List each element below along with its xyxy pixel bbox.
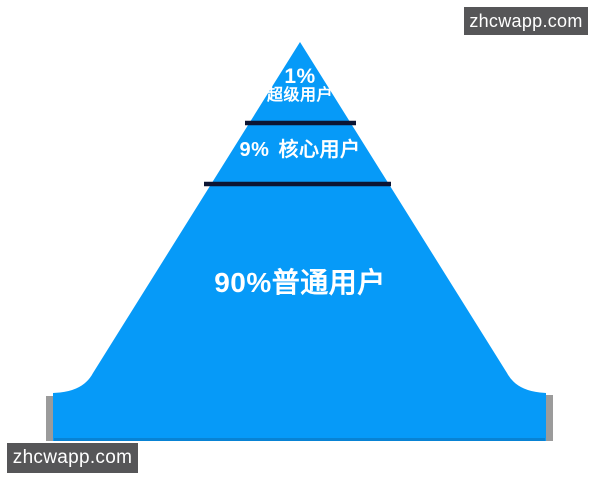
tier2-label-row: 9% 核心用户	[0, 140, 600, 160]
tier3-percent-label: 90%	[214, 267, 272, 298]
tier1-name-label: 超级用户	[266, 87, 333, 104]
base-shadow-left-icon	[46, 396, 53, 441]
tier3-label-row: 90%普通用户	[0, 269, 600, 297]
tier3-name-label: 普通用户	[271, 267, 386, 298]
pyramid-shape	[53, 42, 546, 441]
tier1-percent-label: 1%	[284, 65, 316, 88]
watermark-bottom-left: zhcwapp.com	[7, 443, 138, 473]
base-shadow-right-icon	[546, 395, 553, 441]
watermark-top-right: zhcwapp.com	[464, 7, 588, 35]
tier2-percent-label: 9%	[239, 139, 270, 161]
tier2-name-label: 核心用户	[278, 139, 361, 161]
